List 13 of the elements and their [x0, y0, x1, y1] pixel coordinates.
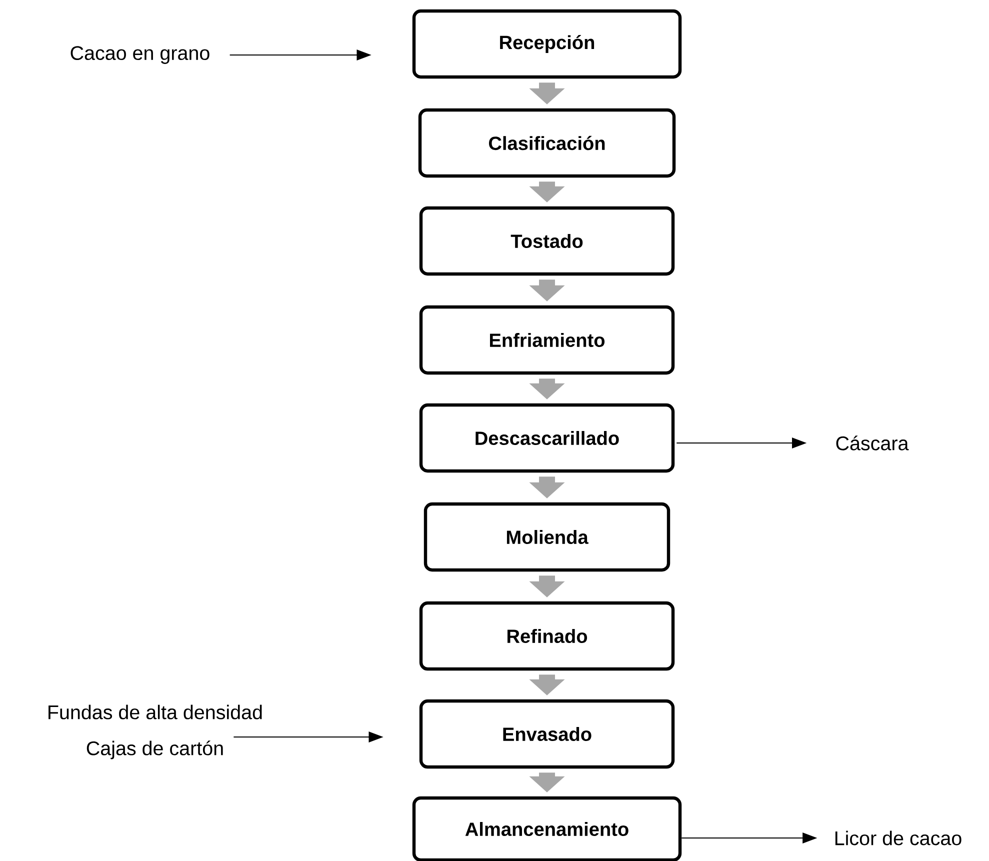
input-output-label: Licor de cacao [835, 830, 962, 846]
process-box: Descascarillado [419, 403, 675, 473]
input-output-label: Fundas de alta densidad Cajas de cartón [48, 704, 262, 760]
process-box: Refinado [419, 601, 675, 671]
process-box: Clasificación [418, 108, 676, 178]
process-box: Almancenamiento [412, 796, 682, 861]
process-box: Recepción [412, 9, 682, 79]
process-box: Envasado [419, 699, 675, 769]
process-box: Enfriamiento [419, 305, 675, 375]
input-output-label: Cacao en grano [70, 46, 210, 64]
input-output-label: Cáscara [836, 436, 909, 450]
process-box: Molienda [424, 502, 670, 572]
process-box: Tostado [419, 206, 675, 276]
